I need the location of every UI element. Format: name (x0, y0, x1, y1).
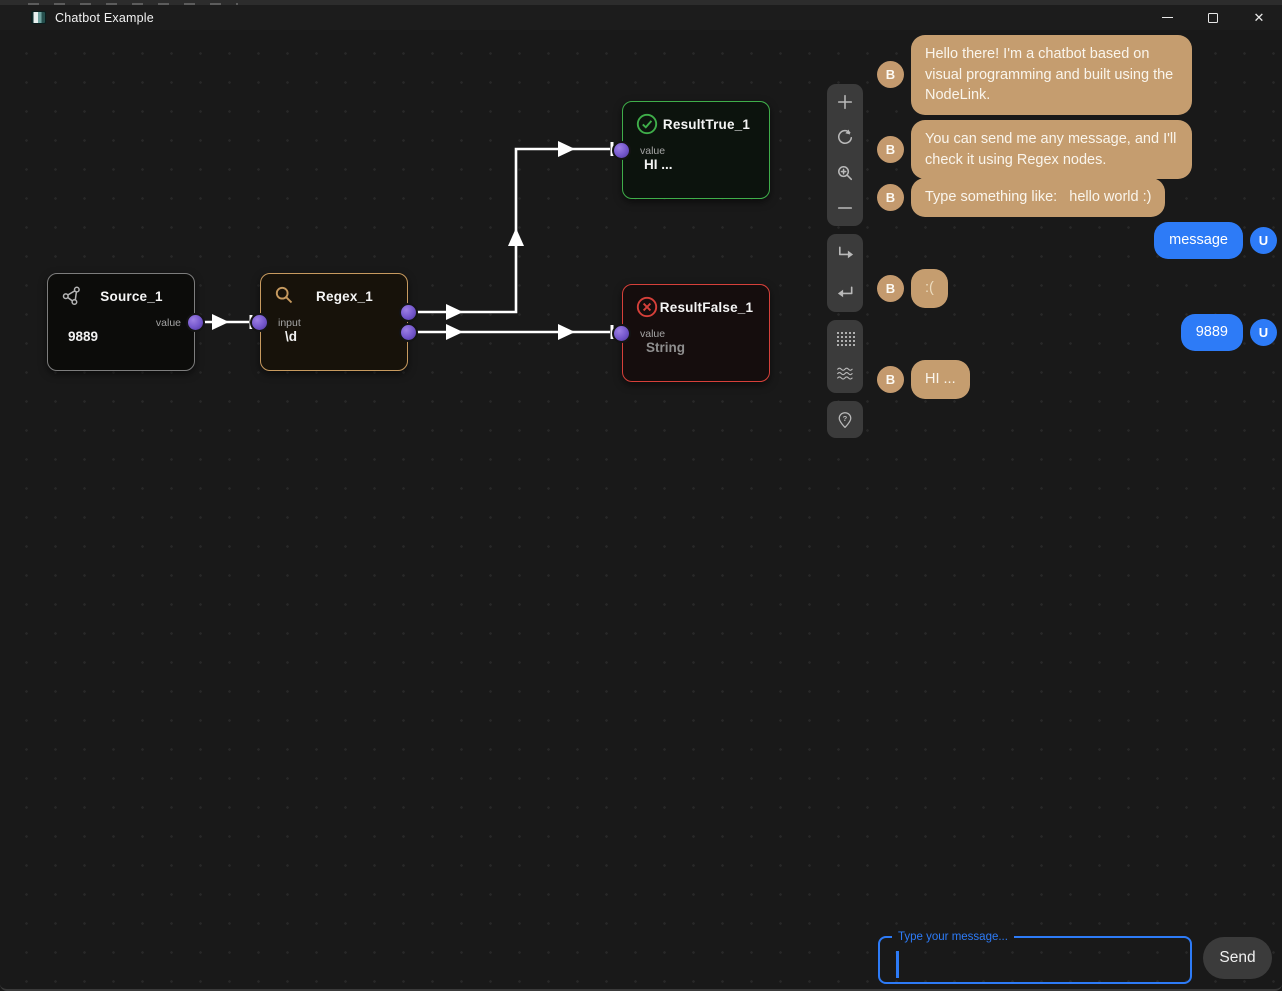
bot-avatar: B (877, 274, 904, 302)
zoom-in-plus-icon[interactable] (827, 85, 863, 119)
node-regex[interactable]: Regex_1 input \d (250, 273, 418, 371)
port-label-input: input (278, 317, 301, 329)
toolbar-zoom-group (827, 84, 863, 226)
dot-grid-icon[interactable] (827, 321, 863, 355)
user-message-bubble: message (1154, 222, 1243, 259)
node-result-true-header: ResultTrue_1 (623, 102, 769, 135)
port-label-value: value (640, 145, 666, 157)
window-title: Chatbot Example (55, 10, 154, 25)
message-input-label: Type your message... (898, 931, 1008, 943)
port-label-value: value (640, 328, 666, 340)
bot-avatar: B (877, 61, 904, 89)
node-title: ResultFalse_1 (659, 299, 754, 315)
share-network-icon (62, 286, 80, 306)
regex-output-true-port[interactable] (399, 303, 418, 322)
maximize-button[interactable] (1190, 5, 1236, 30)
node-result-true[interactable]: ResultTrue_1 value HI ... (612, 101, 770, 199)
node-source-header: Source_1 (48, 274, 194, 307)
result-false-value: String (646, 340, 685, 355)
toolbar-view-group (827, 320, 863, 393)
chat-message-bot: B You can send me any message, and I'll … (877, 120, 1192, 179)
bot-message-bubble: Hello there! I'm a chatbot based on visu… (911, 35, 1192, 115)
chat-message-user: 9889 U (1180, 314, 1277, 351)
source-output-port[interactable] (186, 313, 205, 332)
chat-message-bot: B Type something like: hello world :) (877, 178, 1166, 217)
node-title: ResultTrue_1 (662, 116, 751, 132)
bot-message-bubble: You can send me any message, and I'll ch… (911, 120, 1192, 179)
minimize-button[interactable] (1144, 5, 1190, 30)
chat-message-bot: B HI ... (877, 360, 970, 399)
node-result-false-header: ResultFalse_1 (623, 285, 769, 318)
titlebar: Chatbot Example ✕ (0, 5, 1282, 30)
maximize-icon (1208, 12, 1218, 23)
clipped-menubar (0, 0, 1282, 5)
node-result-false[interactable]: ResultFalse_1 value String (612, 284, 770, 382)
bot-avatar: B (877, 183, 904, 211)
close-icon: ✕ (1253, 10, 1265, 25)
magnifier-icon (275, 286, 293, 304)
bot-avatar: B (877, 136, 904, 163)
chat-message-bot: B Hello there! I'm a chatbot based on vi… (877, 35, 1192, 115)
bot-avatar: B (877, 365, 904, 393)
node-title: Source_1 (100, 288, 163, 304)
user-avatar: U (1250, 318, 1277, 346)
pin-question-icon[interactable]: ? (827, 403, 863, 437)
zoom-out-minus-icon[interactable] (827, 191, 863, 225)
step-arrow-icon[interactable] (827, 237, 863, 271)
message-input[interactable]: Type your message... (878, 931, 1192, 984)
toolbar-help-group: ? (827, 401, 863, 438)
result-true-input-port[interactable] (612, 141, 631, 160)
window-controls: ✕ (1144, 5, 1282, 30)
bot-message-bubble: :( (911, 269, 948, 308)
chat-message-user: message U (1154, 222, 1277, 259)
regex-input-port[interactable] (250, 313, 269, 332)
chat-message-bot: B :( (877, 269, 948, 308)
enter-arrow-icon[interactable] (827, 276, 863, 310)
close-button[interactable]: ✕ (1236, 5, 1282, 30)
app-icon (31, 11, 46, 24)
result-true-value: HI ... (644, 157, 673, 172)
bot-message-bubble: HI ... (911, 360, 970, 399)
reset-view-icon[interactable] (827, 120, 863, 154)
check-circle-icon (636, 113, 658, 135)
source-value: 9889 (68, 329, 99, 344)
port-label-value: value (155, 317, 181, 329)
user-avatar: U (1250, 226, 1277, 254)
minimize-icon (1161, 16, 1173, 19)
regex-output-false-port[interactable] (399, 323, 418, 342)
user-message-bubble: 9889 (1180, 314, 1243, 351)
clipped-menu-text (28, 3, 238, 5)
node-title: Regex_1 (316, 288, 373, 304)
send-button[interactable]: Send (1203, 937, 1272, 979)
waves-icon[interactable] (827, 358, 863, 392)
magnifier-zoom-icon[interactable] (827, 156, 863, 190)
bot-message-bubble: Type something like: hello world :) (911, 178, 1166, 217)
regex-pattern: \d (285, 329, 297, 344)
node-source[interactable]: Source_1 value 9889 (47, 273, 205, 371)
toolbar-flow-group (827, 234, 863, 312)
x-circle-icon (636, 296, 658, 318)
node-regex-header: Regex_1 (261, 274, 407, 307)
svg-text:?: ? (843, 414, 848, 423)
result-false-input-port[interactable] (612, 324, 631, 343)
canvas-toolbar: ? (827, 84, 863, 446)
text-caret (896, 951, 899, 978)
